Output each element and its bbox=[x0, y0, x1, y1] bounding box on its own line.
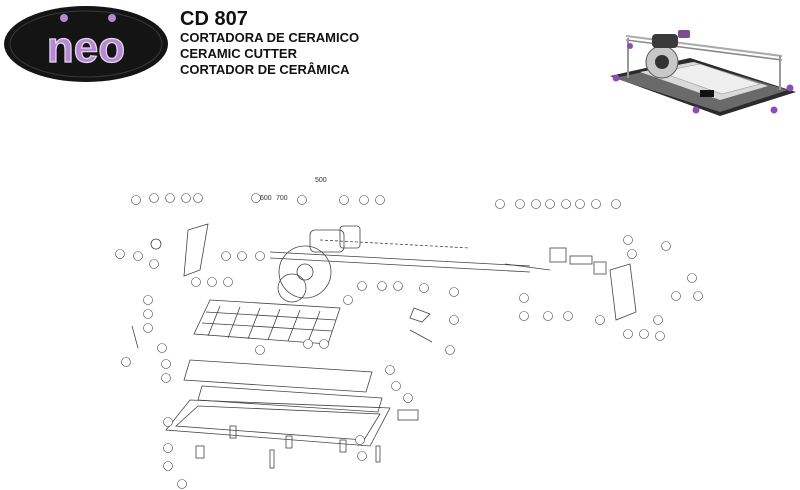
product-photo bbox=[610, 30, 796, 116]
model-number: CD 807 bbox=[180, 8, 248, 30]
label-600: 600 bbox=[260, 195, 272, 202]
title-block: CD 807 CORTADORA DE CERAMICO CERAMIC CUT… bbox=[180, 8, 359, 78]
subtitle-english: CERAMIC CUTTER bbox=[180, 46, 297, 61]
exploded-parts-diagram: 500 600 700 bbox=[115, 177, 703, 489]
label-700: 700 bbox=[276, 195, 288, 202]
svg-text:neo: neo bbox=[47, 23, 125, 72]
subtitle-spanish: CORTADORA DE CERAMICO bbox=[180, 30, 360, 45]
neo-logo: neo bbox=[4, 6, 168, 82]
subtitle-portuguese: CORTADOR DE CERÂMICA bbox=[180, 62, 350, 77]
label-500: 500 bbox=[315, 177, 327, 184]
